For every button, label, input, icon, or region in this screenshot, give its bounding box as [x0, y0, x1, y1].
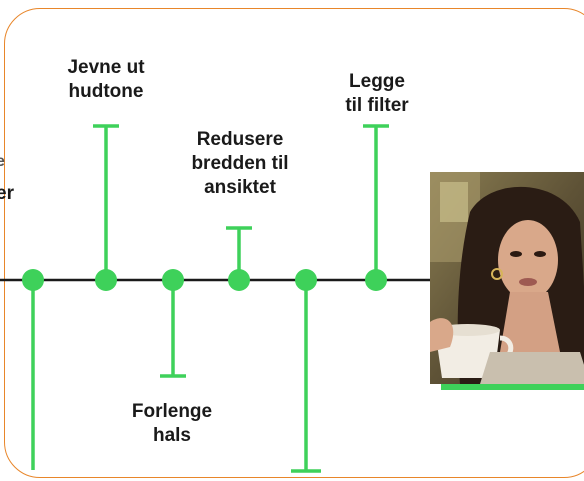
marker-dot-redusere: [228, 269, 250, 291]
marker-dot-forlenge: [162, 269, 184, 291]
label-jevne-ut-hudtone: Jevne ut hudtone: [67, 57, 145, 102]
marker-dot-legge: [365, 269, 387, 291]
label-cut-2: er: [0, 183, 14, 204]
label-forlenge-hals: Forlenge hals: [131, 401, 213, 446]
marker-dot-1: [22, 269, 44, 291]
portrait-illustration: [430, 172, 584, 384]
label-cut-1: e: [0, 153, 5, 170]
label-redusere-bredden: Redusere bredden til ansiktet: [191, 129, 289, 198]
photo-underline: [441, 384, 584, 390]
portrait-photo: [430, 172, 584, 384]
marker-dot-5: [295, 269, 317, 291]
marker-dot-jevne: [95, 269, 117, 291]
label-legge-til-filter: Legge til filter: [345, 71, 409, 116]
